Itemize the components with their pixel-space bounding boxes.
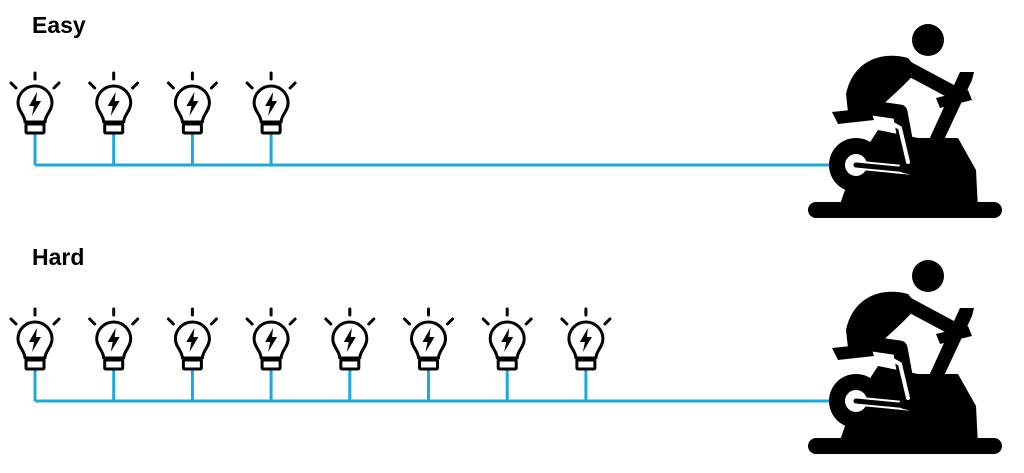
bulb-base bbox=[260, 358, 282, 371]
bulb-base bbox=[260, 122, 282, 135]
lightbulb-icon bbox=[481, 307, 533, 371]
easy-row: Easy bbox=[0, 0, 1024, 236]
lightbulb-icon bbox=[245, 307, 297, 371]
lightning-bolt-icon bbox=[186, 328, 199, 352]
rider-arm bbox=[893, 293, 963, 337]
lightning-bolt-icon bbox=[186, 92, 199, 116]
lightning-bolt-icon bbox=[265, 92, 278, 116]
bulb-group bbox=[9, 71, 297, 135]
light-rays bbox=[560, 307, 612, 326]
bulb-glass bbox=[95, 84, 133, 124]
bulb-glass bbox=[488, 320, 526, 360]
wiring bbox=[33, 369, 848, 403]
bulb-base bbox=[496, 358, 518, 371]
lightning-bolt-icon bbox=[29, 328, 41, 352]
bulb-glass bbox=[252, 84, 290, 124]
easy-scene bbox=[9, 24, 1002, 218]
bulb-glass bbox=[173, 320, 211, 360]
light-rays bbox=[166, 307, 218, 326]
lightbulb-icon bbox=[88, 71, 140, 135]
rider-foot bbox=[899, 163, 927, 177]
bulb-base bbox=[24, 358, 46, 371]
lightbulb-icon bbox=[9, 71, 61, 135]
bulb-glass bbox=[567, 320, 605, 360]
hard-row: Hard bbox=[0, 236, 1024, 472]
lightning-bolt-icon bbox=[107, 328, 120, 352]
exercise-bike-cyclist-icon bbox=[808, 24, 1002, 218]
lightbulb-icon bbox=[560, 307, 612, 371]
lightning-bolt-icon bbox=[265, 328, 278, 352]
bulb-base bbox=[103, 122, 125, 135]
rider-arm bbox=[893, 57, 963, 101]
lightning-bolt-icon bbox=[107, 92, 120, 116]
lightbulb-icon bbox=[245, 71, 297, 135]
bulb-base bbox=[418, 358, 439, 371]
bike-upright bbox=[928, 308, 974, 380]
lightning-bolt-icon bbox=[422, 328, 435, 352]
wiring bbox=[33, 133, 848, 167]
bulb-glass bbox=[252, 320, 290, 360]
lightning-bolt-icon bbox=[343, 328, 356, 352]
light-rays bbox=[481, 307, 533, 326]
bulb-glass bbox=[95, 320, 133, 360]
lightning-bolt-icon bbox=[501, 328, 514, 352]
light-rays bbox=[403, 307, 454, 326]
rider-head bbox=[912, 24, 944, 56]
lightbulb-icon bbox=[166, 71, 218, 135]
bulb-glass bbox=[410, 320, 447, 360]
light-rays bbox=[245, 71, 297, 90]
light-rays bbox=[9, 307, 61, 326]
bulb-glass bbox=[173, 84, 211, 124]
lightbulb-icon bbox=[403, 307, 454, 371]
bulb-group bbox=[9, 307, 612, 371]
lightbulb-icon bbox=[324, 307, 376, 371]
light-rays bbox=[166, 71, 218, 90]
row-label-hard: Hard bbox=[32, 244, 85, 270]
bulb-base bbox=[24, 122, 46, 135]
light-rays bbox=[88, 71, 140, 90]
lightbulb-icon bbox=[88, 307, 140, 371]
rider-head bbox=[912, 260, 944, 292]
lightbulb-icon bbox=[166, 307, 218, 371]
bulb-glass bbox=[16, 320, 54, 360]
rider-foot bbox=[899, 399, 927, 413]
bulb-glass bbox=[16, 84, 54, 124]
light-rays bbox=[324, 307, 376, 326]
bike-upright bbox=[928, 72, 974, 144]
light-rays bbox=[88, 307, 140, 326]
bulb-glass bbox=[331, 320, 369, 360]
lightning-bolt-icon bbox=[29, 92, 41, 116]
row-label-easy: Easy bbox=[32, 12, 86, 38]
lightning-bolt-icon bbox=[579, 328, 592, 352]
bulb-base bbox=[339, 358, 361, 371]
bulb-base bbox=[103, 358, 125, 371]
bulb-base bbox=[575, 358, 597, 371]
light-rays bbox=[9, 71, 61, 90]
bulb-base bbox=[181, 358, 203, 371]
exercise-bike-cyclist-icon bbox=[808, 260, 1002, 454]
light-rays bbox=[245, 307, 297, 326]
bulb-base bbox=[181, 122, 203, 135]
lightbulb-icon bbox=[9, 307, 61, 371]
hard-scene bbox=[9, 260, 1002, 454]
